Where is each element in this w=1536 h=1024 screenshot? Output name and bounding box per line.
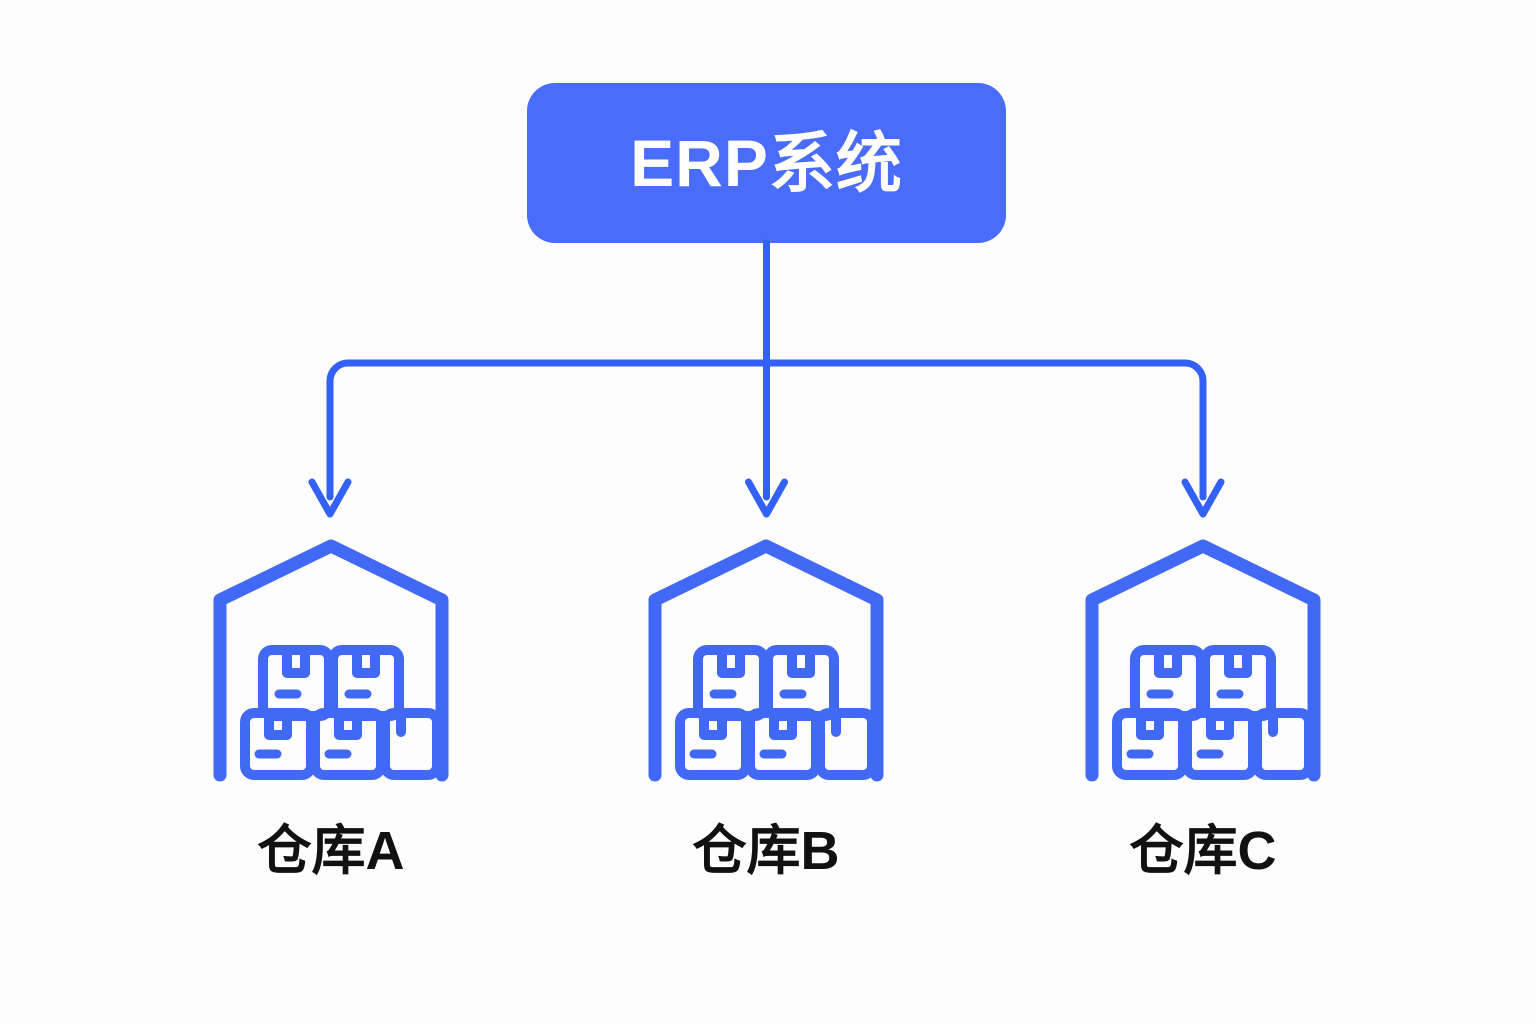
warehouse-boxes-icon	[1085, 539, 1321, 782]
warehouse-node-c[interactable]: 仓库C	[1053, 528, 1353, 878]
warehouse-label-a: 仓库A	[257, 821, 405, 881]
erp-system-node[interactable]: ERP系统	[527, 83, 1006, 243]
warehouse-node-a[interactable]: 仓库A	[181, 528, 481, 878]
arrowhead-warehouse-b	[745, 478, 788, 518]
warehouse-label-b: 仓库B	[692, 821, 840, 881]
connector-to-warehouse-a	[326, 359, 770, 501]
connector-to-warehouse-c	[763, 359, 1207, 501]
warehouse-label-c: 仓库C	[1129, 821, 1277, 881]
warehouse-node-b[interactable]: 仓库B	[616, 528, 916, 878]
erp-system-label: ERP系统	[630, 126, 903, 200]
arrowhead-warehouse-a	[308, 478, 352, 518]
arrowhead-warehouse-c	[1181, 478, 1225, 518]
warehouse-row: 仓库A	[0, 528, 1536, 928]
warehouse-boxes-icon	[648, 539, 884, 782]
warehouse-boxes-icon	[213, 539, 449, 782]
